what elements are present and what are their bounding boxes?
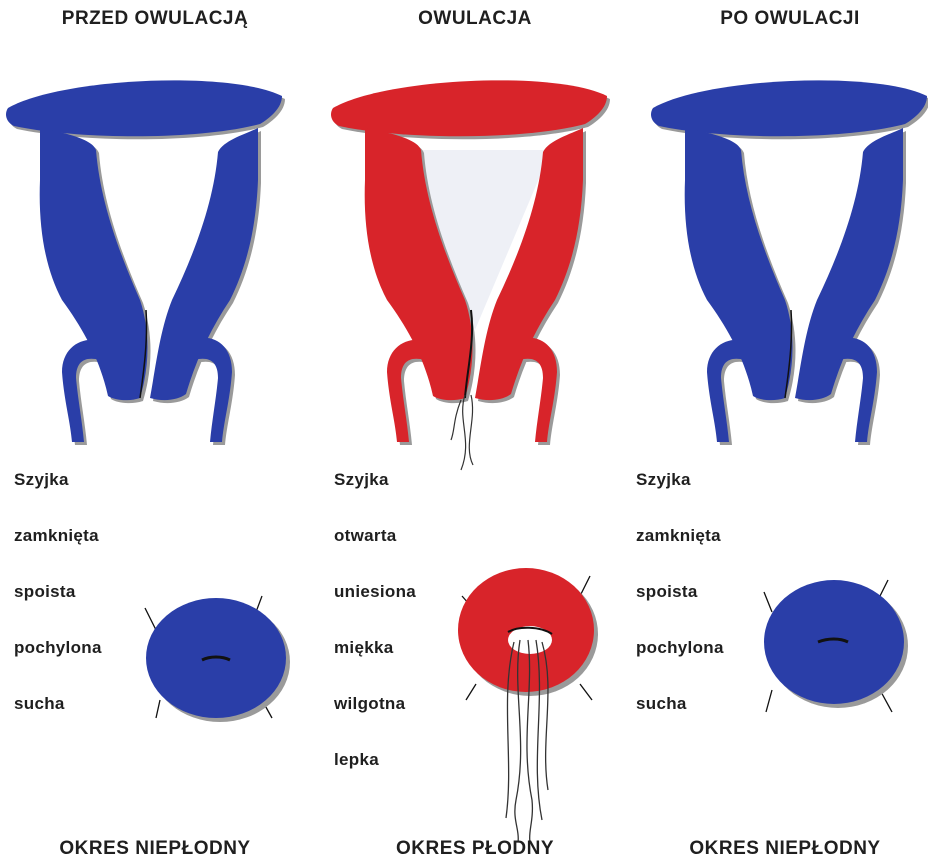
property-ovulation-5: lepka: [334, 750, 379, 770]
property-before-2: spoista: [14, 582, 76, 602]
property-ovulation-4: wilgotna: [334, 694, 405, 714]
property-after-1: zamknięta: [636, 526, 721, 546]
footer-before-ovulation: OKRES NIEPŁODNY: [20, 838, 290, 860]
footer-after-ovulation: OKRES NIEPŁODNY: [650, 838, 920, 860]
property-ovulation-1: otwarta: [334, 526, 397, 546]
property-ovulation-2: uniesiona: [334, 582, 416, 602]
property-before-4: sucha: [14, 694, 65, 714]
cervix-os-ovulation: [458, 568, 598, 842]
cervix-os-before-ovulation: [145, 596, 290, 722]
uterus-ovulation: [331, 80, 610, 470]
property-after-3: pochylona: [636, 638, 724, 658]
property-before-1: zamknięta: [14, 526, 99, 546]
property-after-4: sucha: [636, 694, 687, 714]
uterus-before-ovulation: [6, 80, 285, 445]
property-after-0: Szyjka: [636, 470, 691, 490]
property-after-2: spoista: [636, 582, 698, 602]
property-ovulation-0: Szyjka: [334, 470, 389, 490]
footer-ovulation: OKRES PŁODNY: [350, 838, 600, 860]
cervix-os-after-ovulation: [764, 580, 908, 712]
property-ovulation-3: miękka: [334, 638, 393, 658]
uterus-after-ovulation: [651, 80, 928, 445]
property-before-0: Szyjka: [14, 470, 69, 490]
property-before-3: pochylona: [14, 638, 102, 658]
